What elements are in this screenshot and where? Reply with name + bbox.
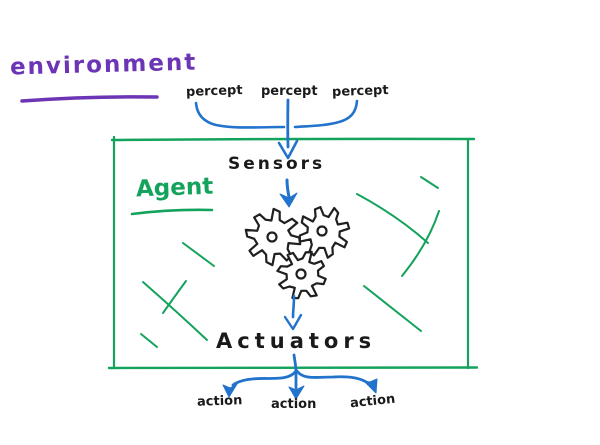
- sensors-label: Sensors: [228, 154, 326, 174]
- hatch-lines-left: [140, 242, 215, 348]
- gears-icon: [244, 206, 351, 300]
- percept-funnel-arrow: [194, 98, 359, 160]
- actuators-fan-arrows: [222, 353, 378, 400]
- arrowhead-filled: [279, 192, 298, 208]
- environment-label: environment: [9, 49, 198, 81]
- hatch-lines-right: [356, 176, 440, 332]
- percept-label: percept: [331, 83, 389, 100]
- percept-label: percept: [261, 84, 318, 99]
- agent-box: [107, 135, 479, 370]
- sensors-to-gears-arrow: [279, 178, 298, 208]
- action-label: action: [271, 397, 317, 412]
- gear-hub: [316, 225, 328, 237]
- gear-hub: [266, 231, 278, 243]
- percept-label: percept: [185, 83, 243, 100]
- action-label: action: [196, 393, 243, 410]
- environment-underline: [20, 95, 159, 103]
- gear-hub: [295, 268, 307, 280]
- agent-underline: [130, 208, 214, 216]
- agent-label: Agent: [135, 173, 214, 203]
- arrowhead-filled: [288, 385, 305, 400]
- arrowhead-open: [283, 313, 303, 331]
- arrowhead-open: [277, 139, 299, 160]
- arrowhead-filled: [222, 383, 238, 398]
- gears-to-actuators-arrow: [283, 294, 303, 331]
- actuators-label: Actuators: [216, 329, 377, 353]
- arrowhead-filled: [363, 378, 378, 394]
